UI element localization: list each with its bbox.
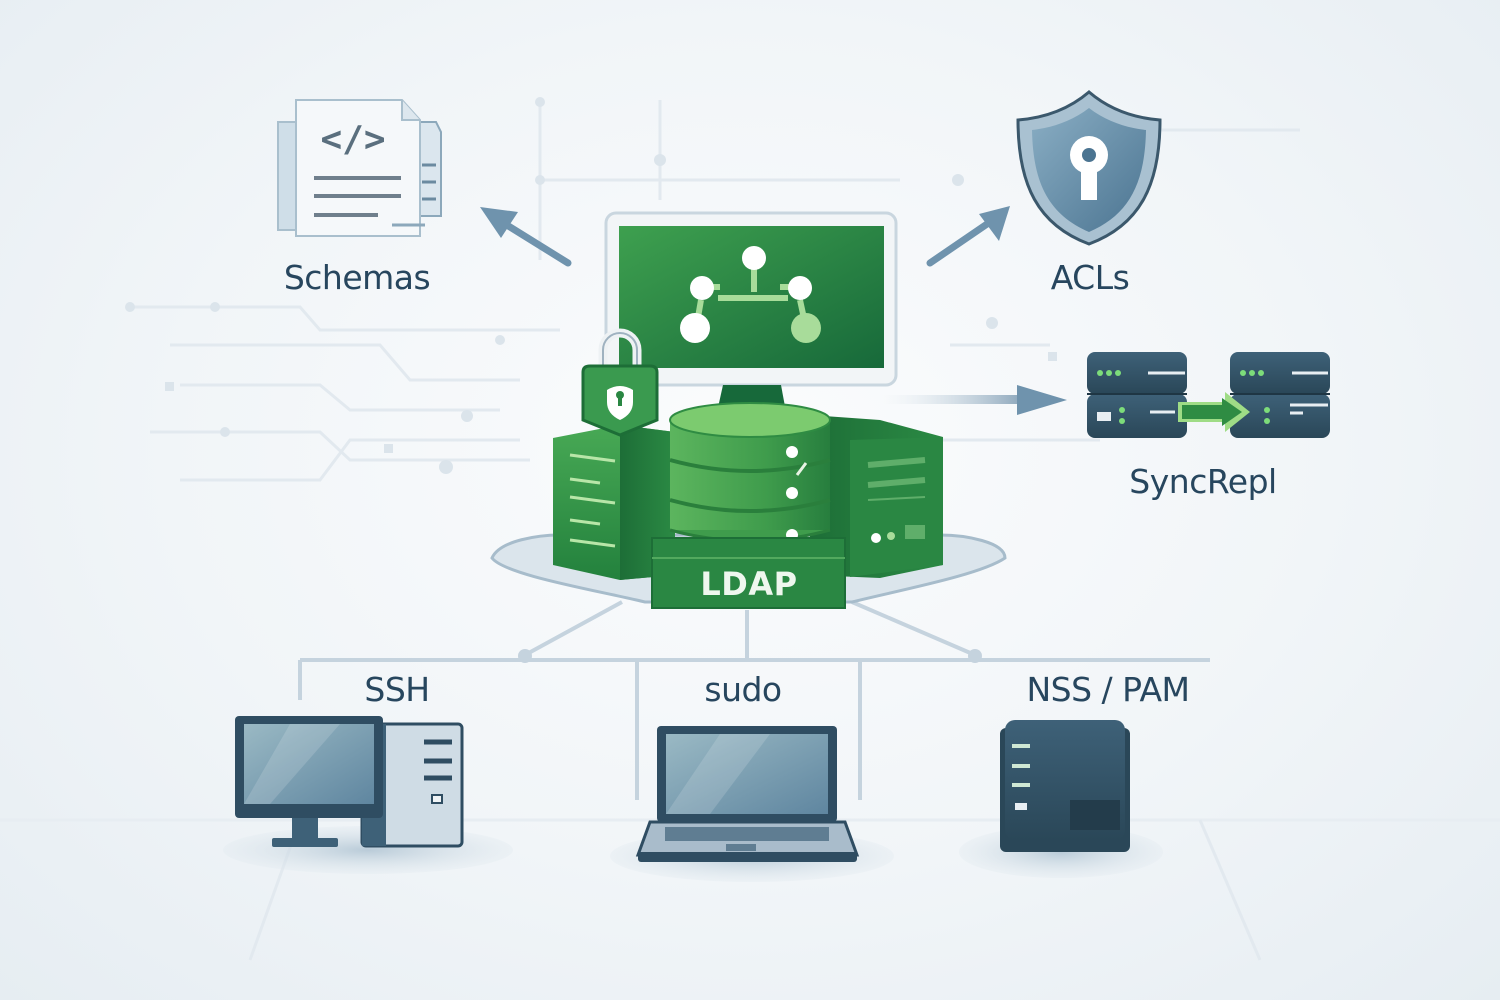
network-bus bbox=[298, 600, 1210, 800]
server-replica bbox=[1230, 352, 1330, 438]
ldap-tray bbox=[651, 537, 846, 609]
arrow-to-syncrepl bbox=[880, 385, 1067, 415]
ldap-label: LDAP bbox=[700, 565, 798, 603]
bus-node-left bbox=[518, 649, 532, 663]
padlock-icon bbox=[581, 328, 659, 437]
tower-server-icon bbox=[959, 720, 1163, 878]
svg-text:</>: </> bbox=[320, 119, 385, 160]
sudo-label: sudo bbox=[704, 670, 782, 709]
server-primary bbox=[1087, 352, 1187, 438]
shield-keyhole-icon bbox=[1016, 90, 1162, 246]
syncrepl-label: SyncRepl bbox=[1129, 462, 1277, 501]
database-icon bbox=[669, 402, 831, 543]
ldap-server-cluster bbox=[490, 211, 1007, 609]
replication-arrow bbox=[1178, 392, 1250, 432]
arrow-to-acls bbox=[926, 206, 1010, 267]
nss-pam-label: NSS / PAM bbox=[1026, 670, 1190, 709]
replicating-servers-icon bbox=[1087, 352, 1330, 438]
schemas-label: Schemas bbox=[283, 258, 431, 297]
background-circuit-nodes bbox=[125, 97, 1057, 474]
laptop-icon bbox=[610, 726, 894, 882]
acls-label: ACLs bbox=[1050, 258, 1130, 297]
bus-node-right bbox=[968, 649, 982, 663]
arrow-to-schemas bbox=[480, 207, 572, 267]
ssh-label: SSH bbox=[364, 670, 430, 709]
monitor-tree-icon bbox=[604, 211, 898, 412]
desktop-computer-icon bbox=[223, 716, 513, 874]
code-document-icon: </> bbox=[277, 99, 442, 237]
